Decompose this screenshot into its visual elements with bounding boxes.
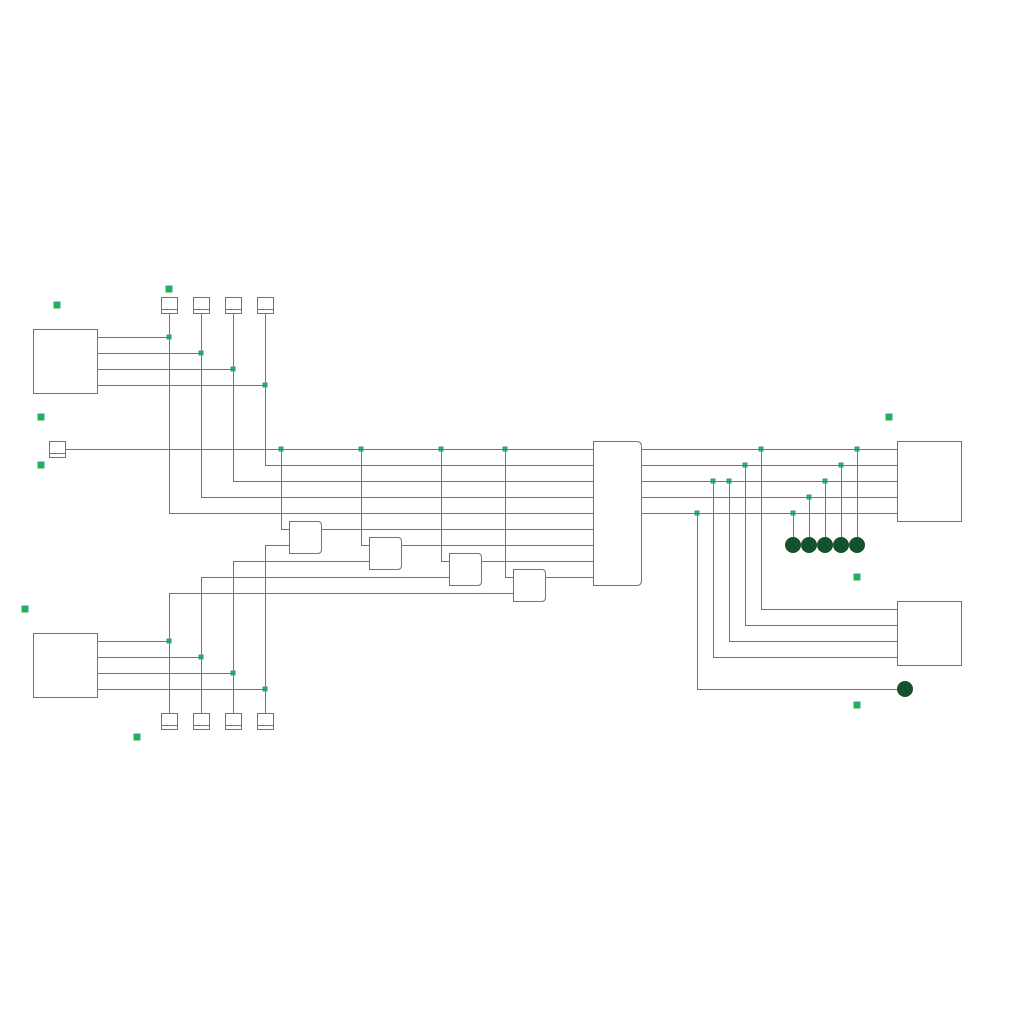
junction-dot — [230, 366, 236, 372]
junction-dot — [166, 638, 172, 644]
wire — [361, 449, 370, 546]
wire — [201, 577, 450, 714]
marker-square — [165, 285, 173, 293]
wire — [713, 481, 898, 658]
junction-dot — [502, 446, 508, 452]
led-output — [817, 537, 833, 553]
wire — [745, 465, 898, 626]
switch-body — [161, 713, 178, 730]
wire — [441, 449, 450, 562]
switch-input — [193, 297, 210, 314]
junction-dot — [278, 446, 284, 452]
marker-square — [21, 605, 29, 613]
switch-input — [225, 713, 242, 730]
wire — [169, 593, 514, 714]
junction-dot — [790, 510, 796, 516]
junction-dot — [198, 350, 204, 356]
switch-body — [257, 713, 274, 730]
marker-square — [853, 573, 861, 581]
led-output — [833, 537, 849, 553]
components — [33, 297, 962, 730]
switch-body — [49, 441, 66, 458]
junctions — [21, 285, 893, 741]
switch-input — [49, 441, 66, 458]
junction-dot — [230, 670, 236, 676]
led-output — [785, 537, 801, 553]
switch-body — [161, 297, 178, 314]
junction-dot — [438, 446, 444, 452]
output-register-bottom — [897, 601, 962, 666]
led-output — [897, 681, 913, 697]
and-gate — [369, 537, 402, 570]
switch-body — [225, 297, 242, 314]
led-output — [849, 537, 865, 553]
multiplexer — [593, 441, 642, 586]
junction-dot — [262, 686, 268, 692]
marker-square — [53, 301, 61, 309]
marker-square — [853, 701, 861, 709]
bus-wire — [201, 313, 594, 498]
switch-body — [193, 297, 210, 314]
switch-input — [225, 297, 242, 314]
junction-dot — [358, 446, 364, 452]
and-gate — [449, 553, 482, 586]
wire — [505, 449, 514, 578]
switch-body — [257, 297, 274, 314]
switch-input — [161, 713, 178, 730]
wire — [265, 545, 290, 714]
marker-square — [133, 733, 141, 741]
output-register-top — [897, 441, 962, 522]
junction-dot — [262, 382, 268, 388]
junction-dot — [198, 654, 204, 660]
wires — [65, 313, 906, 714]
junction-dot — [822, 478, 828, 484]
wire — [697, 513, 906, 690]
switch-input — [193, 713, 210, 730]
junction-dot — [710, 478, 716, 484]
wire — [761, 449, 898, 610]
junction-dot — [694, 510, 700, 516]
switch-body — [225, 713, 242, 730]
junction-dot — [806, 494, 812, 500]
marker-square — [37, 461, 45, 469]
switch-input — [161, 297, 178, 314]
bus-wire — [233, 313, 594, 482]
junction-dot — [726, 478, 732, 484]
wire — [281, 449, 290, 530]
and-gate — [513, 569, 546, 602]
junction-dot — [838, 462, 844, 468]
and-gate — [289, 521, 322, 554]
wire — [729, 481, 898, 642]
input-register-top — [33, 329, 98, 394]
marker-square — [37, 413, 45, 421]
bus-wire — [265, 313, 594, 466]
junction-dot — [166, 334, 172, 340]
led-output — [801, 537, 817, 553]
junction-dot — [854, 446, 860, 452]
marker-square — [885, 413, 893, 421]
switch-body — [193, 713, 210, 730]
input-register-bottom — [33, 633, 98, 698]
junction-dot — [758, 446, 764, 452]
junction-dot — [742, 462, 748, 468]
switch-input — [257, 297, 274, 314]
wire — [233, 561, 370, 714]
bus-wire — [169, 313, 594, 514]
switch-input — [257, 713, 274, 730]
